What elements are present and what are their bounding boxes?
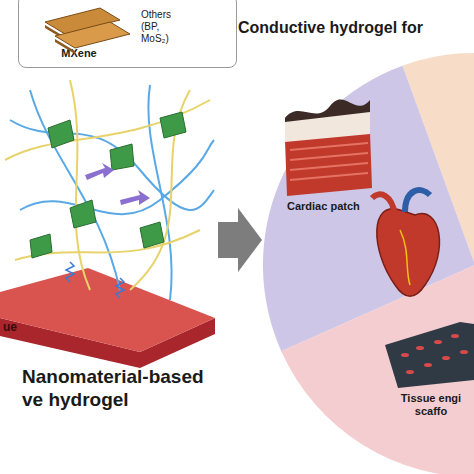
panel-title: Conductive hydrogel for bbox=[238, 18, 472, 37]
heart-illustration bbox=[372, 190, 439, 296]
material-box: MXene Others (BP, MoS₂) bbox=[18, 0, 237, 68]
nanosheets bbox=[30, 112, 186, 258]
scaffold-illustration bbox=[385, 322, 474, 388]
charge-arrows bbox=[85, 163, 150, 205]
cardiac-patch-illustration bbox=[285, 100, 372, 196]
application-label: Cardiac patch bbox=[287, 200, 387, 213]
sector-fill bbox=[281, 265, 474, 474]
material-note: Others (BP, MoS₂) bbox=[141, 9, 181, 45]
tissue-slab-top bbox=[0, 268, 215, 352]
panel-caption: Nanomaterial-based ve hydrogel bbox=[22, 366, 222, 412]
material-label: MXene bbox=[49, 47, 109, 60]
application-label: Tissue engi scaffo bbox=[394, 392, 468, 418]
mxene-sheets bbox=[45, 8, 130, 54]
process-arrow bbox=[218, 208, 262, 272]
adhesion-springs bbox=[66, 262, 124, 298]
tissue-label: ue bbox=[3, 320, 33, 334]
polymer-network bbox=[5, 80, 214, 300]
